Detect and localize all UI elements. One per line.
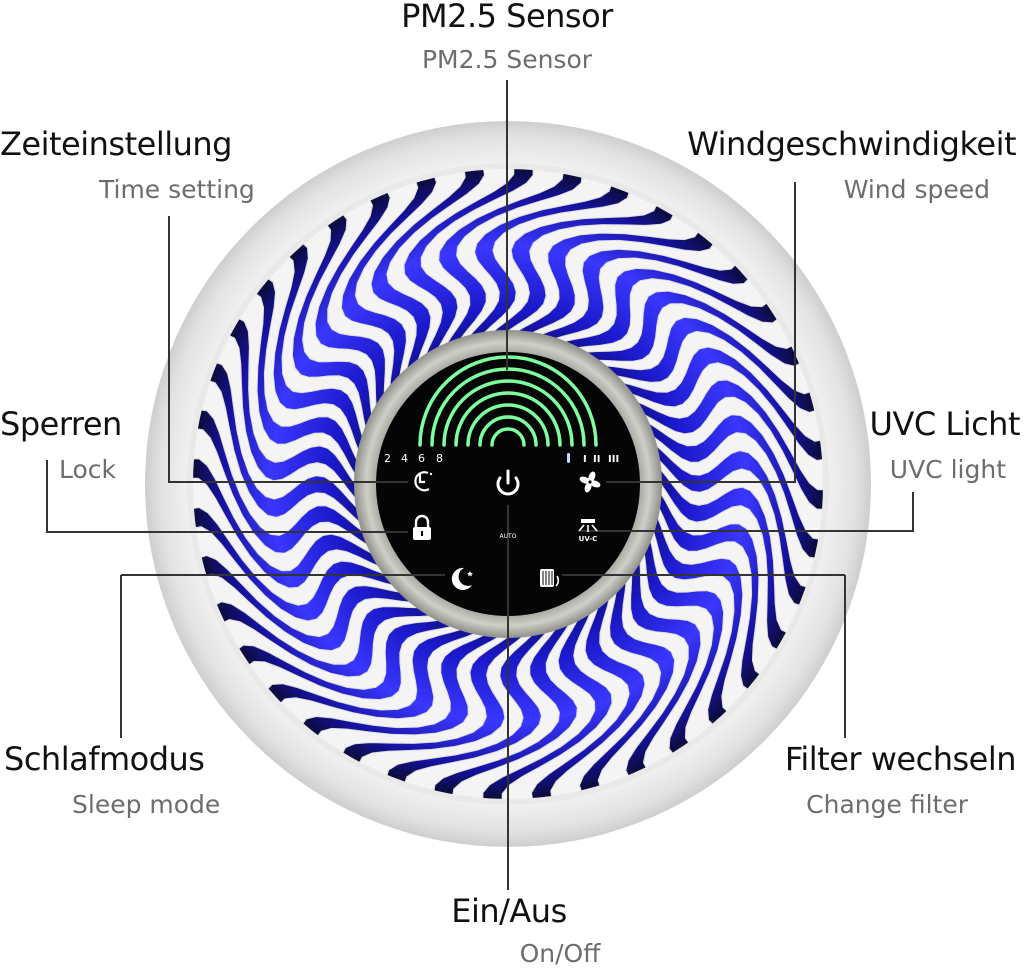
- label-sleep-en: Sleep mode: [72, 790, 221, 819]
- fan-blade: [588, 471, 596, 483]
- label-time-de: Zeiteinstellung: [0, 125, 232, 163]
- moon-icon[interactable]: [451, 567, 473, 590]
- power-icon[interactable]: [496, 469, 520, 496]
- grille-vane: [625, 362, 826, 491]
- label-time-en: Time setting: [99, 175, 255, 204]
- grille-vane: [190, 477, 391, 606]
- fan-blade: [579, 476, 591, 484]
- auto-label: AUTO: [500, 533, 517, 540]
- grille-vane: [501, 601, 630, 802]
- timer-value[interactable]: 8: [436, 452, 443, 465]
- uvc-label: UV-C: [579, 535, 598, 543]
- label-wind-en: Wind speed: [843, 175, 990, 204]
- grille-vane: [609, 330, 826, 442]
- grille-vane: [354, 166, 466, 383]
- grille-vane: [386, 166, 515, 367]
- fan-blade: [584, 481, 592, 493]
- label-lock-en: Lock: [59, 455, 117, 484]
- speed-level[interactable]: II: [593, 454, 600, 465]
- grille-vane: [550, 585, 662, 802]
- timer-value[interactable]: 2: [384, 452, 391, 465]
- label-pm25-de: PM2.5 Sensor: [401, 0, 613, 35]
- label-uvc-de: UVC Licht: [869, 405, 1021, 443]
- label-filter-en: Change filter: [806, 790, 968, 819]
- speed-level[interactable]: III: [608, 454, 619, 465]
- uvc-lamp-icon[interactable]: [578, 519, 598, 532]
- speed-level[interactable]: I: [583, 454, 587, 465]
- grille-vane: [403, 624, 560, 802]
- fan-icon[interactable]: [579, 471, 602, 494]
- label-power-en: On/Off: [519, 939, 601, 968]
- pm25-arc: [454, 391, 562, 447]
- label-sleep-de: Schlafmodus: [4, 740, 205, 778]
- swirl-grille: [190, 166, 826, 802]
- grille-vane: [648, 432, 826, 589]
- grille-vane: [456, 166, 613, 344]
- label-power-de: Ein/Aus: [451, 892, 567, 930]
- clock-icon[interactable]: [414, 471, 433, 492]
- label-filter-de: Filter wechseln: [784, 740, 1017, 778]
- label-wind-de: Windgeschwindigkeit: [687, 125, 1016, 163]
- speed-levels: I II III: [567, 453, 619, 465]
- pm25-arc: [490, 427, 526, 447]
- timer-value[interactable]: 4: [401, 452, 408, 465]
- pm25-arc: [442, 379, 574, 447]
- label-pm25-en: PM2.5 Sensor: [421, 45, 593, 74]
- pm25-arc: [466, 403, 550, 447]
- label-uvc-en: UVC light: [889, 455, 1006, 484]
- grille-vane: [190, 379, 368, 536]
- timer-value[interactable]: 6: [418, 452, 425, 465]
- grille-vane: [190, 526, 407, 638]
- fan-blade: [589, 480, 601, 488]
- pm25-arc: [478, 415, 538, 447]
- speed-active-indicator: [567, 453, 570, 463]
- lock-icon[interactable]: [413, 514, 431, 540]
- label-lock-de: Sperren: [0, 405, 122, 443]
- fan-hub: [588, 480, 592, 484]
- filter-icon[interactable]: [540, 569, 560, 587]
- timer-values: 2 4 6 8: [384, 452, 443, 465]
- leader-lines: [46, 80, 914, 890]
